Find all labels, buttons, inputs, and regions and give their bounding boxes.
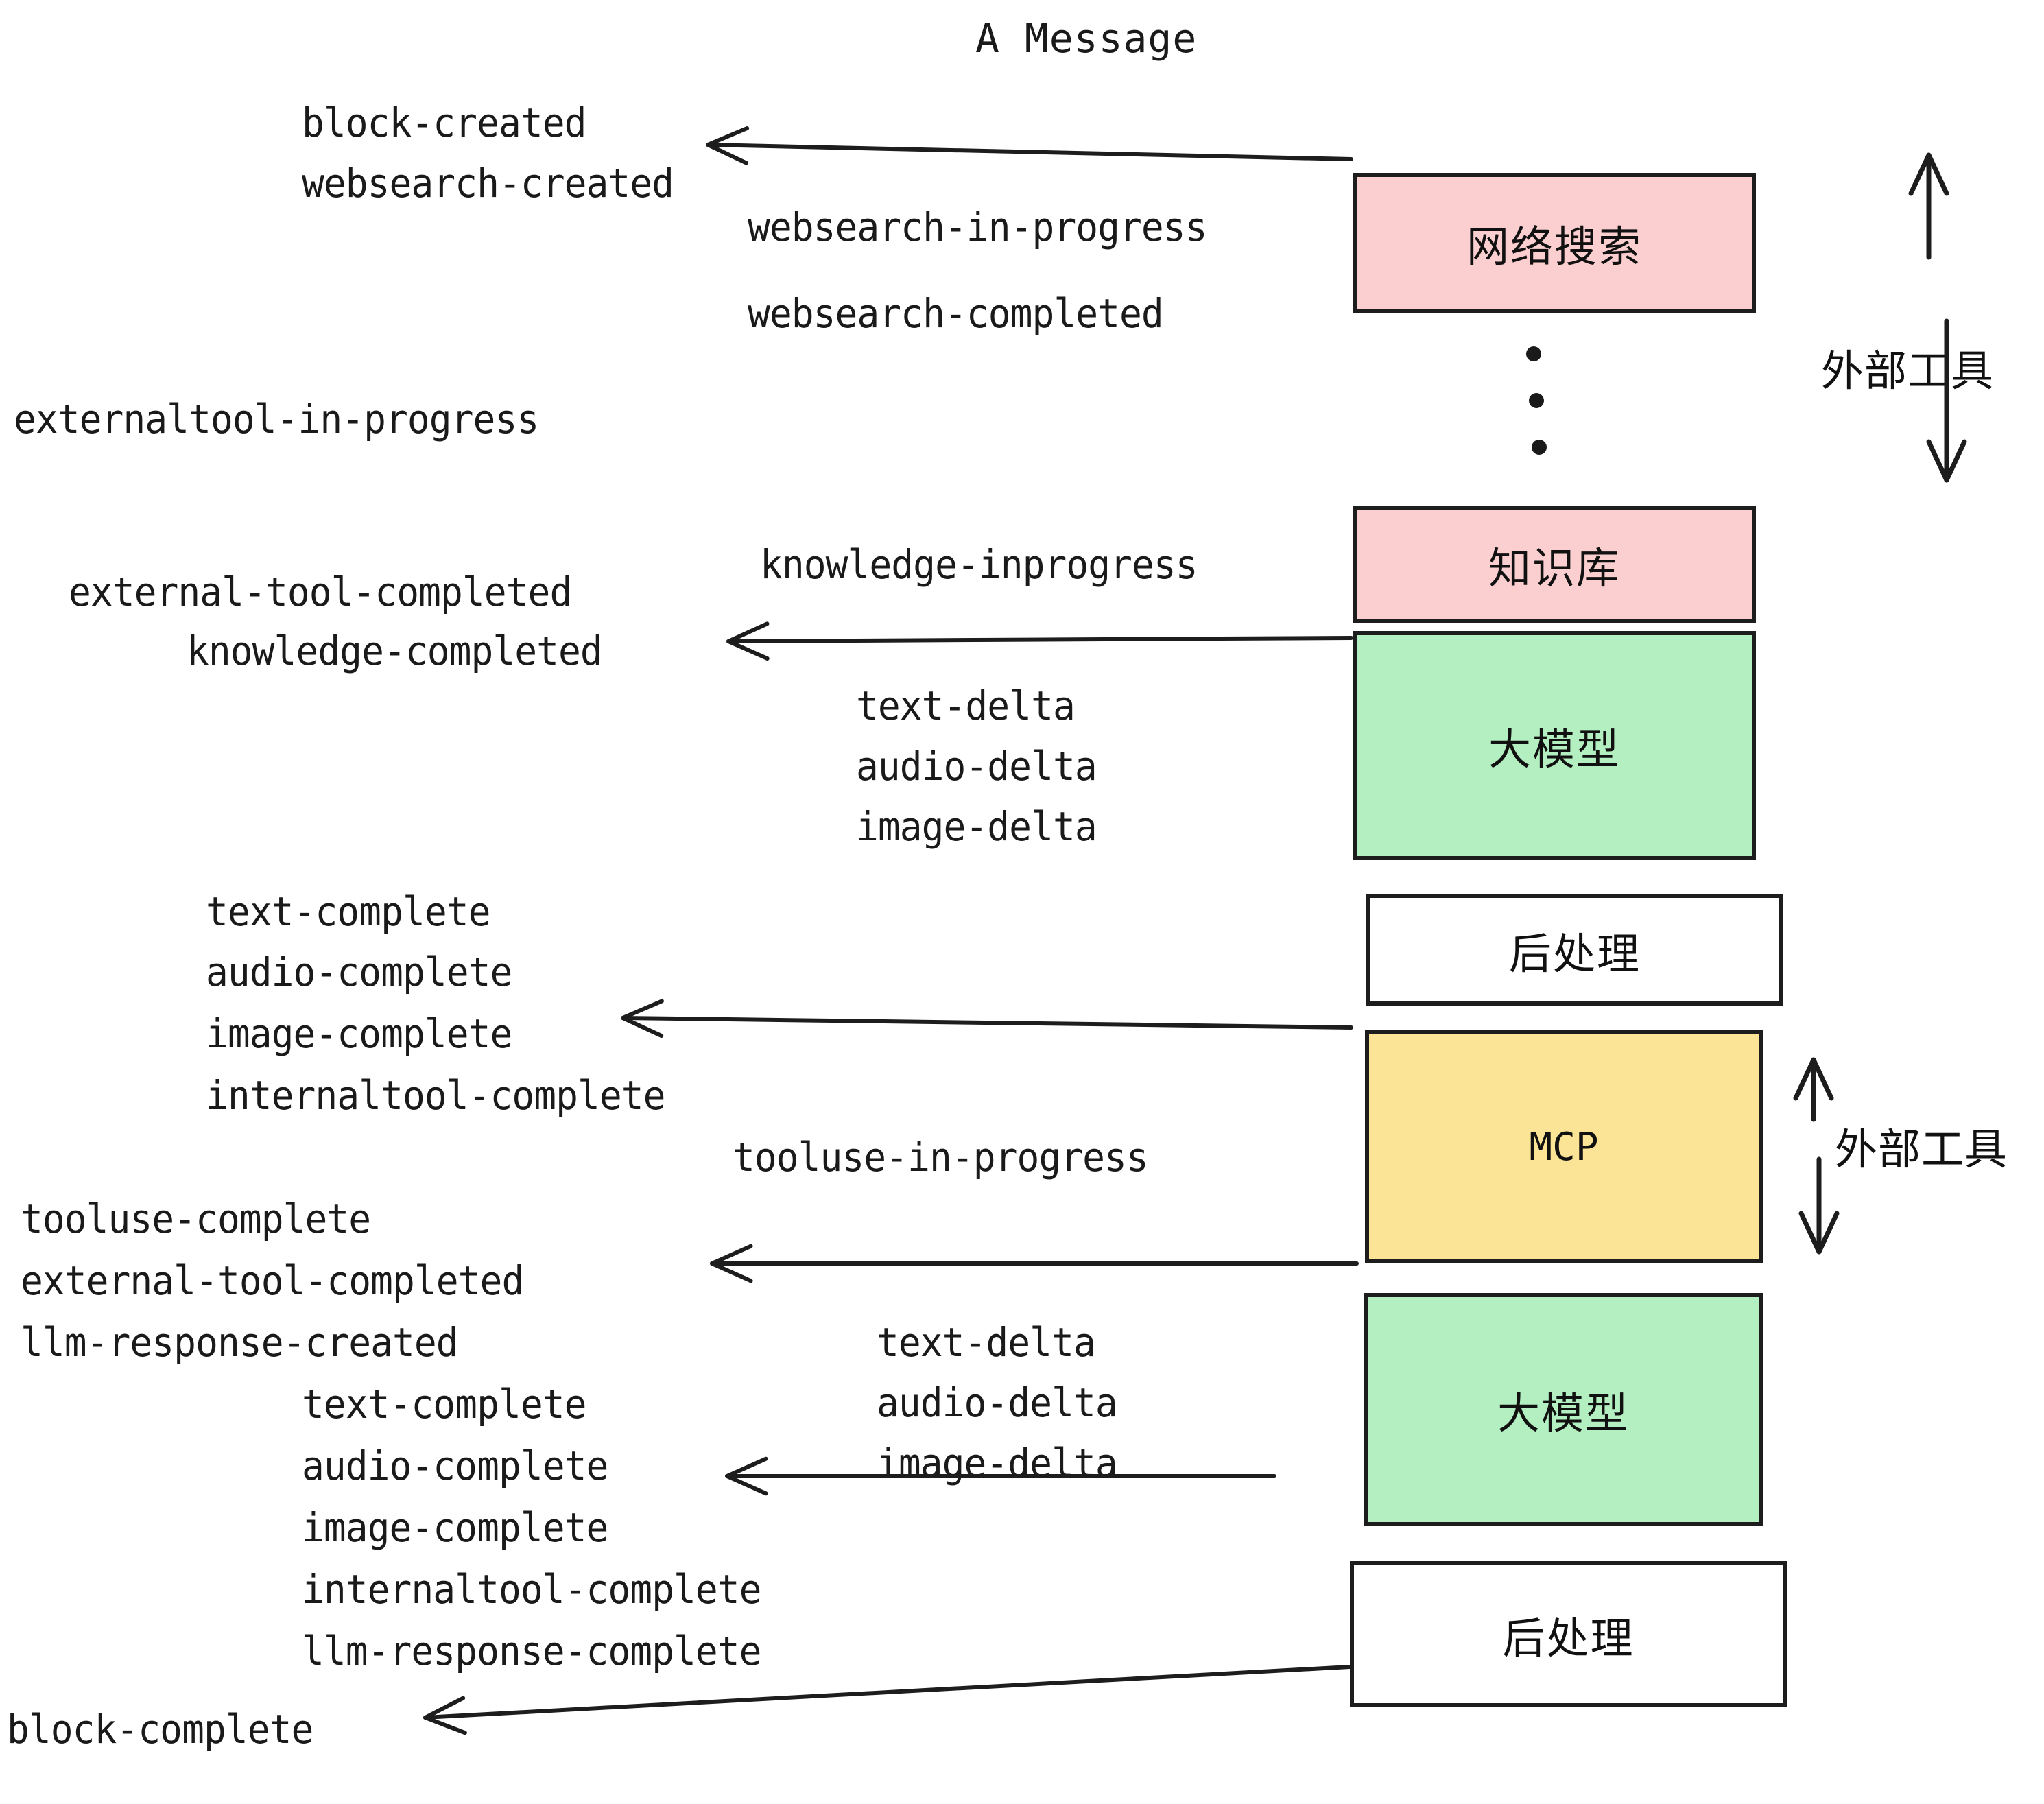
ellipsis-dot-3 bbox=[1532, 440, 1547, 455]
event-label-image-complete-1: image-complete bbox=[206, 1010, 512, 1057]
node-box-label: 大模型 bbox=[1488, 724, 1620, 774]
node-box-label: 网络搜索 bbox=[1466, 222, 1642, 272]
event-label-llm-response-complete: llm-response-complete bbox=[302, 1628, 762, 1674]
arrow-arrow-mcp-to-tooluse bbox=[710, 1244, 1359, 1283]
event-label-websearch-in-progress: websearch-in-progress bbox=[748, 204, 1208, 250]
event-label-audio-delta-2: audio-delta bbox=[877, 1379, 1118, 1426]
node-box-mcp: MCP bbox=[1365, 1030, 1763, 1263]
event-label-external-tool-completed-1: external-tool-completed bbox=[69, 569, 572, 615]
arrow-arrow-websearch-to-block bbox=[706, 126, 1353, 165]
event-label-externaltool-in-progress: externaltool-in-progress bbox=[14, 396, 539, 442]
node-box-llm-top: 大模型 bbox=[1353, 631, 1756, 860]
side-label-external-tools-bottom: 外部工具 bbox=[1835, 1124, 2008, 1174]
event-label-audio-delta-1: audio-delta bbox=[856, 743, 1097, 790]
scope-arrow-scope-bottom-down bbox=[1798, 1156, 1840, 1255]
arrow-arrow-knowledge-to-left bbox=[726, 621, 1353, 661]
node-box-label: 知识库 bbox=[1488, 543, 1620, 593]
event-label-image-complete-2: image-complete bbox=[302, 1504, 608, 1551]
event-label-image-delta-2: image-delta bbox=[877, 1440, 1118, 1486]
event-label-text-delta-2: text-delta bbox=[877, 1319, 1096, 1366]
page-title: A Message bbox=[975, 15, 1198, 62]
ellipsis-dot-2 bbox=[1529, 393, 1544, 408]
event-label-text-complete-2: text-complete bbox=[302, 1381, 586, 1427]
event-label-llm-response-created: llm-response-created bbox=[21, 1319, 459, 1366]
event-label-audio-complete-2: audio-complete bbox=[302, 1443, 608, 1489]
ellipsis-dot-1 bbox=[1526, 346, 1541, 361]
event-label-block-created: block-created bbox=[302, 99, 586, 146]
event-label-internaltool-complete-2: internaltool-complete bbox=[302, 1566, 762, 1613]
node-box-llm-bottom: 大模型 bbox=[1364, 1293, 1763, 1526]
node-box-websearch: 网络搜索 bbox=[1353, 173, 1756, 313]
scope-arrow-scope-bottom-up bbox=[1793, 1057, 1834, 1122]
node-box-knowledge: 知识库 bbox=[1353, 506, 1756, 623]
arrow-arrow-llm-to-image bbox=[621, 999, 1353, 1039]
event-label-tooluse-complete: tooluse-complete bbox=[21, 1196, 371, 1242]
event-label-text-complete-1: text-complete bbox=[206, 888, 490, 935]
node-box-label: MCP bbox=[1529, 1124, 1599, 1170]
event-label-websearch-completed: websearch-completed bbox=[748, 290, 1164, 337]
event-label-image-delta-1: image-delta bbox=[856, 803, 1097, 850]
event-label-text-delta-1: text-delta bbox=[856, 683, 1076, 729]
node-box-post-top: 后处理 bbox=[1366, 894, 1783, 1006]
event-label-knowledge-inprogress: knowledge-inprogress bbox=[760, 541, 1198, 588]
event-label-websearch-created: websearch-created bbox=[302, 160, 674, 206]
event-label-audio-complete-1: audio-complete bbox=[206, 949, 512, 995]
side-label-external-tools-top: 外部工具 bbox=[1821, 346, 1995, 396]
node-box-label: 大模型 bbox=[1497, 1388, 1629, 1438]
event-label-knowledge-completed: knowledge-completed bbox=[187, 628, 603, 674]
event-label-internaltool-complete-1: internaltool-complete bbox=[206, 1072, 666, 1119]
node-box-label: 后处理 bbox=[1508, 928, 1641, 979]
arrow-arrow-post-to-block bbox=[423, 1665, 1352, 1735]
event-label-block-complete: block-complete bbox=[7, 1706, 313, 1753]
event-label-external-tool-completed-2: external-tool-completed bbox=[21, 1257, 524, 1304]
node-box-post-bottom: 后处理 bbox=[1350, 1561, 1787, 1707]
event-label-tooluse-in-progress: tooluse-in-progress bbox=[733, 1134, 1149, 1180]
scope-arrow-scope-top-up bbox=[1908, 152, 1949, 260]
node-box-label: 后处理 bbox=[1502, 1613, 1635, 1663]
